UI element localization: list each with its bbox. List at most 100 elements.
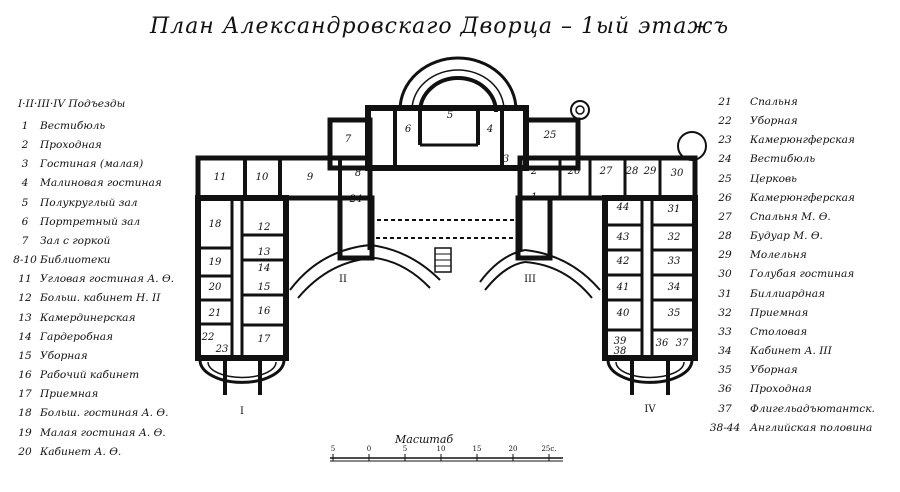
- legend-number: 5: [21, 196, 29, 209]
- legend-number: 24: [718, 153, 732, 166]
- legend-number: 23: [718, 134, 732, 147]
- entrance-label-i: I: [240, 406, 244, 417]
- legend-number: 37: [718, 402, 732, 415]
- courtyard-colonnade: [369, 219, 521, 239]
- right-wing: [602, 195, 698, 361]
- legend-row: 27 Спальня М. Ѳ.: [700, 208, 875, 227]
- legend-number: 14: [18, 330, 32, 343]
- room-label: 2: [530, 166, 537, 177]
- legend-number: 28: [718, 230, 732, 243]
- legend-number: 8-10: [13, 254, 37, 267]
- legend-label: Угловая гостиная А. Ѳ.: [40, 273, 175, 286]
- legend-row: 30 Голубая гостиная: [700, 265, 875, 284]
- legend-number: 25: [718, 172, 732, 185]
- legend-label: Камердинерская: [40, 311, 136, 324]
- legend-label: Вестибюль: [750, 153, 816, 166]
- room-label: 28: [625, 166, 639, 177]
- legend-number: 11: [18, 273, 32, 286]
- legend-label: Уборная: [750, 115, 798, 128]
- legend-number: 30: [718, 268, 732, 281]
- legend-row: 11 Угловая гостиная А. Ѳ.: [10, 270, 174, 289]
- entrance-label-ii: II: [339, 274, 347, 285]
- scale-tick-label: 10: [437, 445, 446, 453]
- legend-number: 35: [718, 364, 732, 377]
- legend-label: Уборная: [40, 349, 88, 362]
- room-label: 19: [209, 257, 222, 268]
- room-label: 14: [258, 263, 271, 274]
- scale-tick-label: 5: [331, 445, 335, 453]
- legend-number: 12: [18, 292, 32, 305]
- legend-row: 32 Приемная: [700, 304, 875, 323]
- legend-label: Церковь: [750, 172, 797, 185]
- legend-label: Спальня М. Ѳ.: [750, 210, 831, 223]
- legend-label: Гардеробная: [40, 330, 114, 343]
- room-label: 16: [258, 306, 271, 317]
- room-label: 24: [349, 194, 363, 205]
- room-label: 35: [668, 308, 681, 319]
- legend-label: Голубая гостиная: [750, 268, 855, 281]
- legend-number: 15: [18, 349, 32, 362]
- room-label: 33: [668, 256, 681, 267]
- legend-row: 37 Флигельадъютантск.: [700, 400, 875, 419]
- legend-number: 32: [718, 306, 732, 319]
- legend-number: 26: [718, 191, 732, 204]
- legend-row: 22 Уборная: [700, 112, 875, 131]
- legend-row: 17 Приемная: [10, 385, 174, 404]
- room-label: 29: [643, 166, 657, 177]
- room-label: 42: [616, 256, 630, 267]
- room-label: 38: [614, 346, 627, 357]
- legend-number: 38-44: [709, 421, 741, 434]
- room-label: 13: [258, 247, 271, 258]
- legend-label: Биллиардная: [750, 287, 826, 300]
- scale-title: Масштаб: [395, 433, 454, 446]
- right-gallery: [517, 155, 698, 201]
- room-label: 9: [307, 172, 314, 183]
- legend-row: 20 Кабинет А. Ѳ.: [10, 443, 174, 462]
- legend-label: Кабинет А. Ѳ.: [40, 445, 122, 458]
- room-label: 34: [668, 282, 681, 293]
- room-label: 39: [614, 336, 627, 347]
- legend-number: 3: [21, 158, 29, 171]
- legend-number: 20: [18, 445, 32, 458]
- legend-number: 19: [18, 426, 32, 439]
- legend-number: 36: [718, 383, 732, 396]
- room-label: 31: [668, 204, 681, 215]
- legend-label: Приемная: [40, 388, 99, 401]
- legend-number: 21: [718, 96, 732, 108]
- room-label: 6: [405, 124, 412, 135]
- room-label: 8: [355, 168, 361, 179]
- room-label: 12: [258, 222, 271, 233]
- room-label: 1: [531, 192, 537, 203]
- legend-label: Флигельадъютантск.: [750, 402, 875, 415]
- room-label: 11: [214, 172, 227, 183]
- legend-row: 25 Церковь: [700, 170, 875, 189]
- legend-number: 22: [718, 115, 732, 128]
- room-label: 23: [215, 344, 229, 355]
- room-label: 7: [345, 134, 352, 145]
- legend-number: 17: [18, 388, 32, 401]
- room-label: 41: [616, 282, 630, 293]
- legend-label: Зал с горкой: [40, 234, 111, 247]
- scale-tick-label: 0: [367, 445, 371, 453]
- legend-label: Приемная: [750, 306, 809, 319]
- legend-number: 27: [718, 210, 732, 223]
- entrances-heading: I·II·III·IV Подъезды: [18, 98, 126, 110]
- legend-row: 15 Уборная: [10, 347, 174, 366]
- legend-number: 34: [718, 345, 732, 358]
- legend-label: Спальня: [750, 96, 798, 108]
- legend-row: 14 Гардеробная: [10, 328, 174, 347]
- legend-label: Молельня: [750, 249, 807, 262]
